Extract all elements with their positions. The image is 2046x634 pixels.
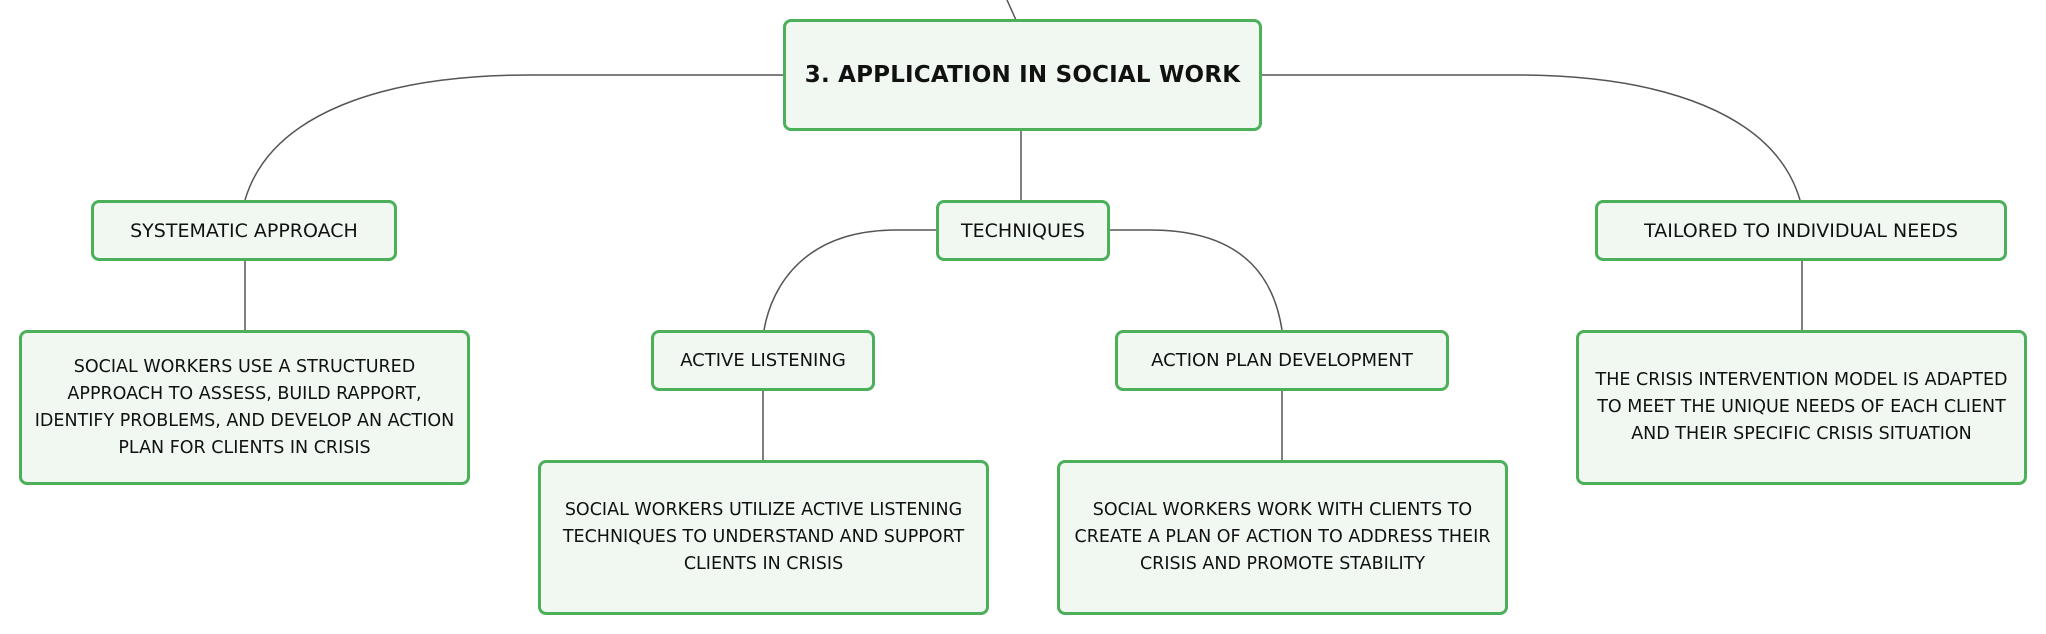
connector-root-to-tailored-needs	[1262, 74, 1801, 201]
node-action-plan-development-label: ACTION PLAN DEVELOPMENT	[1151, 350, 1413, 371]
node-active-listening-detail-text: SOCIAL WORKERS UTILIZE ACTIVE LISTENING …	[562, 500, 965, 574]
connector-root-to-systematic-approach	[244, 74, 783, 201]
node-techniques-label: TECHNIQUES	[961, 219, 1085, 242]
connector-techniques-to-active-listening	[763, 229, 936, 331]
node-active-listening-label: ACTIVE LISTENING	[680, 350, 846, 371]
node-action-plan-development-detail[interactable]: SOCIAL WORKERS WORK WITH CLIENTS TO CREA…	[1057, 460, 1508, 615]
node-tailored-to-individual-needs-detail-text: THE CRISIS INTERVENTION MODEL IS ADAPTED…	[1595, 370, 2008, 444]
node-systematic-approach[interactable]: SYSTEMATIC APPROACH	[91, 200, 397, 261]
node-systematic-approach-detail-text: SOCIAL WORKERS USE A STRUCTURED APPROACH…	[34, 356, 455, 458]
node-tailored-to-individual-needs[interactable]: TAILORED TO INDIVIDUAL NEEDS	[1595, 200, 2007, 261]
node-tailored-to-individual-needs-detail[interactable]: THE CRISIS INTERVENTION MODEL IS ADAPTED…	[1576, 330, 2027, 485]
root-node-label: 3. APPLICATION IN SOCIAL WORK	[804, 62, 1241, 88]
connector-parent-to-root	[1006, 0, 1017, 21]
root-node[interactable]: 3. APPLICATION IN SOCIAL WORK	[783, 19, 1262, 131]
node-systematic-approach-label: SYSTEMATIC APPROACH	[130, 219, 358, 242]
node-action-plan-development[interactable]: ACTION PLAN DEVELOPMENT	[1115, 330, 1449, 391]
node-tailored-to-individual-needs-label: TAILORED TO INDIVIDUAL NEEDS	[1644, 219, 1958, 242]
node-action-plan-development-detail-text: SOCIAL WORKERS WORK WITH CLIENTS TO CREA…	[1074, 500, 1491, 574]
node-active-listening[interactable]: ACTIVE LISTENING	[651, 330, 875, 391]
node-active-listening-detail[interactable]: SOCIAL WORKERS UTILIZE ACTIVE LISTENING …	[538, 460, 989, 615]
connector-techniques-to-action-plan	[1110, 229, 1283, 331]
node-techniques[interactable]: TECHNIQUES	[936, 200, 1110, 261]
node-systematic-approach-detail[interactable]: SOCIAL WORKERS USE A STRUCTURED APPROACH…	[19, 330, 470, 485]
